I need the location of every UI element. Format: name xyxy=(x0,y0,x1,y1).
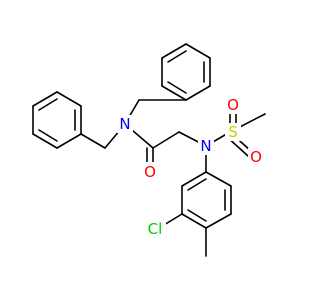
bond xyxy=(38,98,58,111)
bond xyxy=(56,133,82,149)
bond xyxy=(167,81,187,94)
atom-label: O xyxy=(250,148,262,166)
atom-label: O xyxy=(144,163,156,181)
atom-o-sulfonyl-1: O xyxy=(225,96,241,114)
atom-label: Cl xyxy=(148,220,163,238)
atom-label: S xyxy=(228,123,238,141)
bond xyxy=(32,133,58,149)
bond xyxy=(32,91,58,107)
bonds xyxy=(32,43,266,257)
bond xyxy=(56,91,82,107)
bond xyxy=(205,171,232,187)
bond xyxy=(80,133,106,149)
bond xyxy=(187,209,207,222)
bond xyxy=(161,43,187,59)
atom-s: S xyxy=(225,123,241,141)
bond xyxy=(187,178,207,191)
atom-n-sulfonamide: N xyxy=(198,137,214,155)
atom-label: N xyxy=(200,137,211,155)
atom-label: N xyxy=(119,115,130,133)
molecule-structure-diagram: N O N S O O Cl xyxy=(32,43,266,257)
atom-o-sulfonyl-2: O xyxy=(248,148,264,166)
bond xyxy=(185,43,211,59)
bond xyxy=(38,129,58,142)
atom-cl: Cl xyxy=(144,220,166,238)
bond xyxy=(181,213,207,229)
bond xyxy=(167,50,187,63)
bond xyxy=(152,131,180,149)
atom-n-amide: N xyxy=(117,115,133,133)
bond xyxy=(161,85,187,101)
atom-label: O xyxy=(227,96,239,114)
atom-o-carbonyl: O xyxy=(142,162,158,181)
bond xyxy=(205,213,232,229)
bond xyxy=(181,171,207,187)
atom-labels: N O N S O O Cl xyxy=(117,96,264,238)
bond xyxy=(185,85,211,101)
